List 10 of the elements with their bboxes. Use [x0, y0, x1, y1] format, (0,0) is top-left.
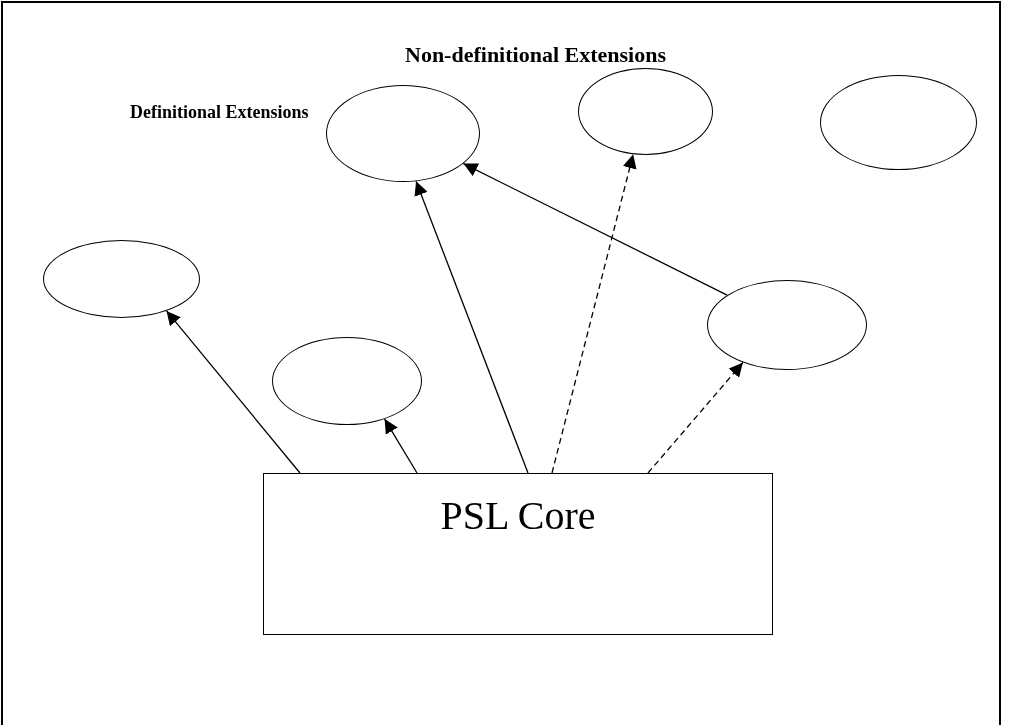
- arrow: [414, 180, 529, 474]
- arrow: [383, 418, 418, 474]
- process-box: [263, 473, 773, 635]
- group-heading: Definitional Extensions: [130, 101, 309, 124]
- group-heading: Non-definitional Extensions: [405, 41, 666, 69]
- node-label: PSL Core: [440, 496, 596, 536]
- arrow: [551, 153, 637, 474]
- arrow: [462, 162, 728, 296]
- arrow: [165, 310, 301, 474]
- arrow: [647, 361, 744, 474]
